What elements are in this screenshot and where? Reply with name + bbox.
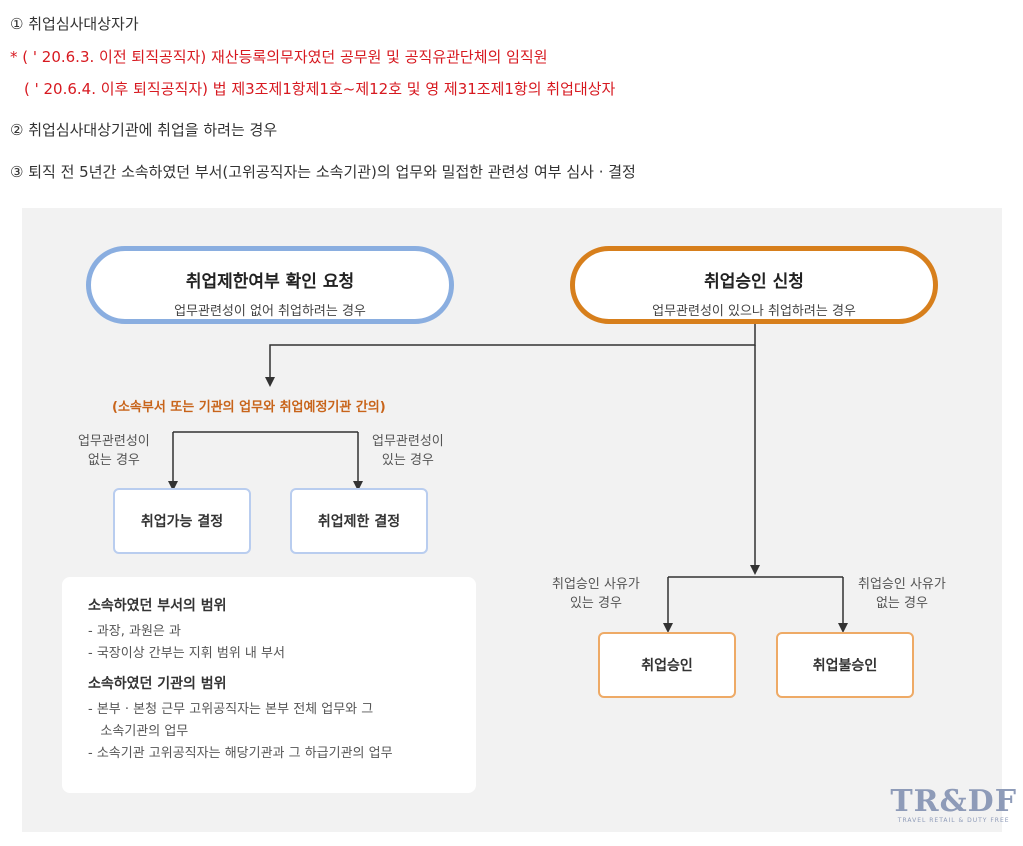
employment-possible-box: 취업가능 결정 — [113, 488, 251, 554]
agency-scope-heading: 소속하였던 기관의 범위 — [88, 676, 227, 692]
restriction-check-title: 취업제한여부 확인 요청 — [185, 272, 355, 292]
employment-approved-box: 취업승인 — [598, 632, 736, 698]
trdf-logo-tagline: TRAVEL RETAIL & DUTY FREE — [897, 817, 1010, 824]
label-no-relation: 업무관련성이 없는 경우 — [78, 434, 150, 468]
intro-line-3: ( ' 20.6.4. 이후 퇴직공직자) 법 제3조제1항제1호~제12호 및… — [24, 80, 616, 98]
agency-scope-item: - 소속기관 고위공직자는 해당기관과 그 하급기관의 업무 — [88, 746, 393, 761]
restriction-check-subtitle: 업무관련성이 없어 취업하려는 경우 — [174, 304, 366, 319]
relation-note: (소속부서 또는 기관의 업무와 취업예정기관 간의) — [112, 400, 386, 415]
approval-request-subtitle: 업무관련성이 있으나 취업하려는 경우 — [652, 304, 856, 319]
agency-scope-item: - 본부 · 본청 근무 고위공직자는 본부 전체 업무와 그 — [88, 702, 374, 717]
department-scope-item: - 과장, 과원은 과 — [88, 624, 181, 639]
intro-line-4: ② 취업심사대상기관에 취업을 하려는 경우 — [10, 121, 278, 139]
connector-to-left-flow — [265, 322, 756, 387]
restriction-check-pill: 취업제한여부 확인 요청 업무관련성이 없어 취업하려는 경우 — [86, 246, 454, 324]
employment-disapproved-box: 취업불승인 — [776, 632, 914, 698]
scope-info-card: 소속하였던 부서의 범위 - 과장, 과원은 과 - 국장이상 간부는 지휘 범… — [62, 577, 476, 793]
department-scope-item: - 국장이상 간부는 지휘 범위 내 부서 — [88, 646, 285, 661]
intro-line-1: ① 취업심사대상자가 — [10, 15, 139, 33]
label-has-relation: 업무관련성이 있는 경우 — [372, 434, 444, 468]
trdf-logo: TR&DF TRAVEL RETAIL & DUTY FREE — [890, 784, 1017, 825]
department-scope-heading: 소속하였던 부서의 범위 — [88, 598, 227, 614]
trdf-logo-mark: TR&DF — [890, 784, 1017, 819]
intro-line-2: * ( ' 20.6.3. 이전 퇴직공직자) 재산등록의무자였던 공무원 및 … — [10, 48, 548, 66]
label-approval-reason-yes: 취업승인 사유가 있는 경우 — [552, 577, 640, 611]
label-approval-reason-no: 취업승인 사유가 없는 경우 — [858, 577, 946, 611]
approval-request-title: 취업승인 신청 — [704, 272, 804, 292]
approval-request-pill: 취업승인 신청 업무관련성이 있으나 취업하려는 경우 — [570, 246, 938, 324]
intro-line-5: ③ 퇴직 전 5년간 소속하였던 부서(고위공직자는 소속기관)의 업무와 밀접… — [10, 163, 636, 181]
agency-scope-item: 소속기관의 업무 — [88, 724, 189, 739]
employment-restricted-box: 취업제한 결정 — [290, 488, 428, 554]
